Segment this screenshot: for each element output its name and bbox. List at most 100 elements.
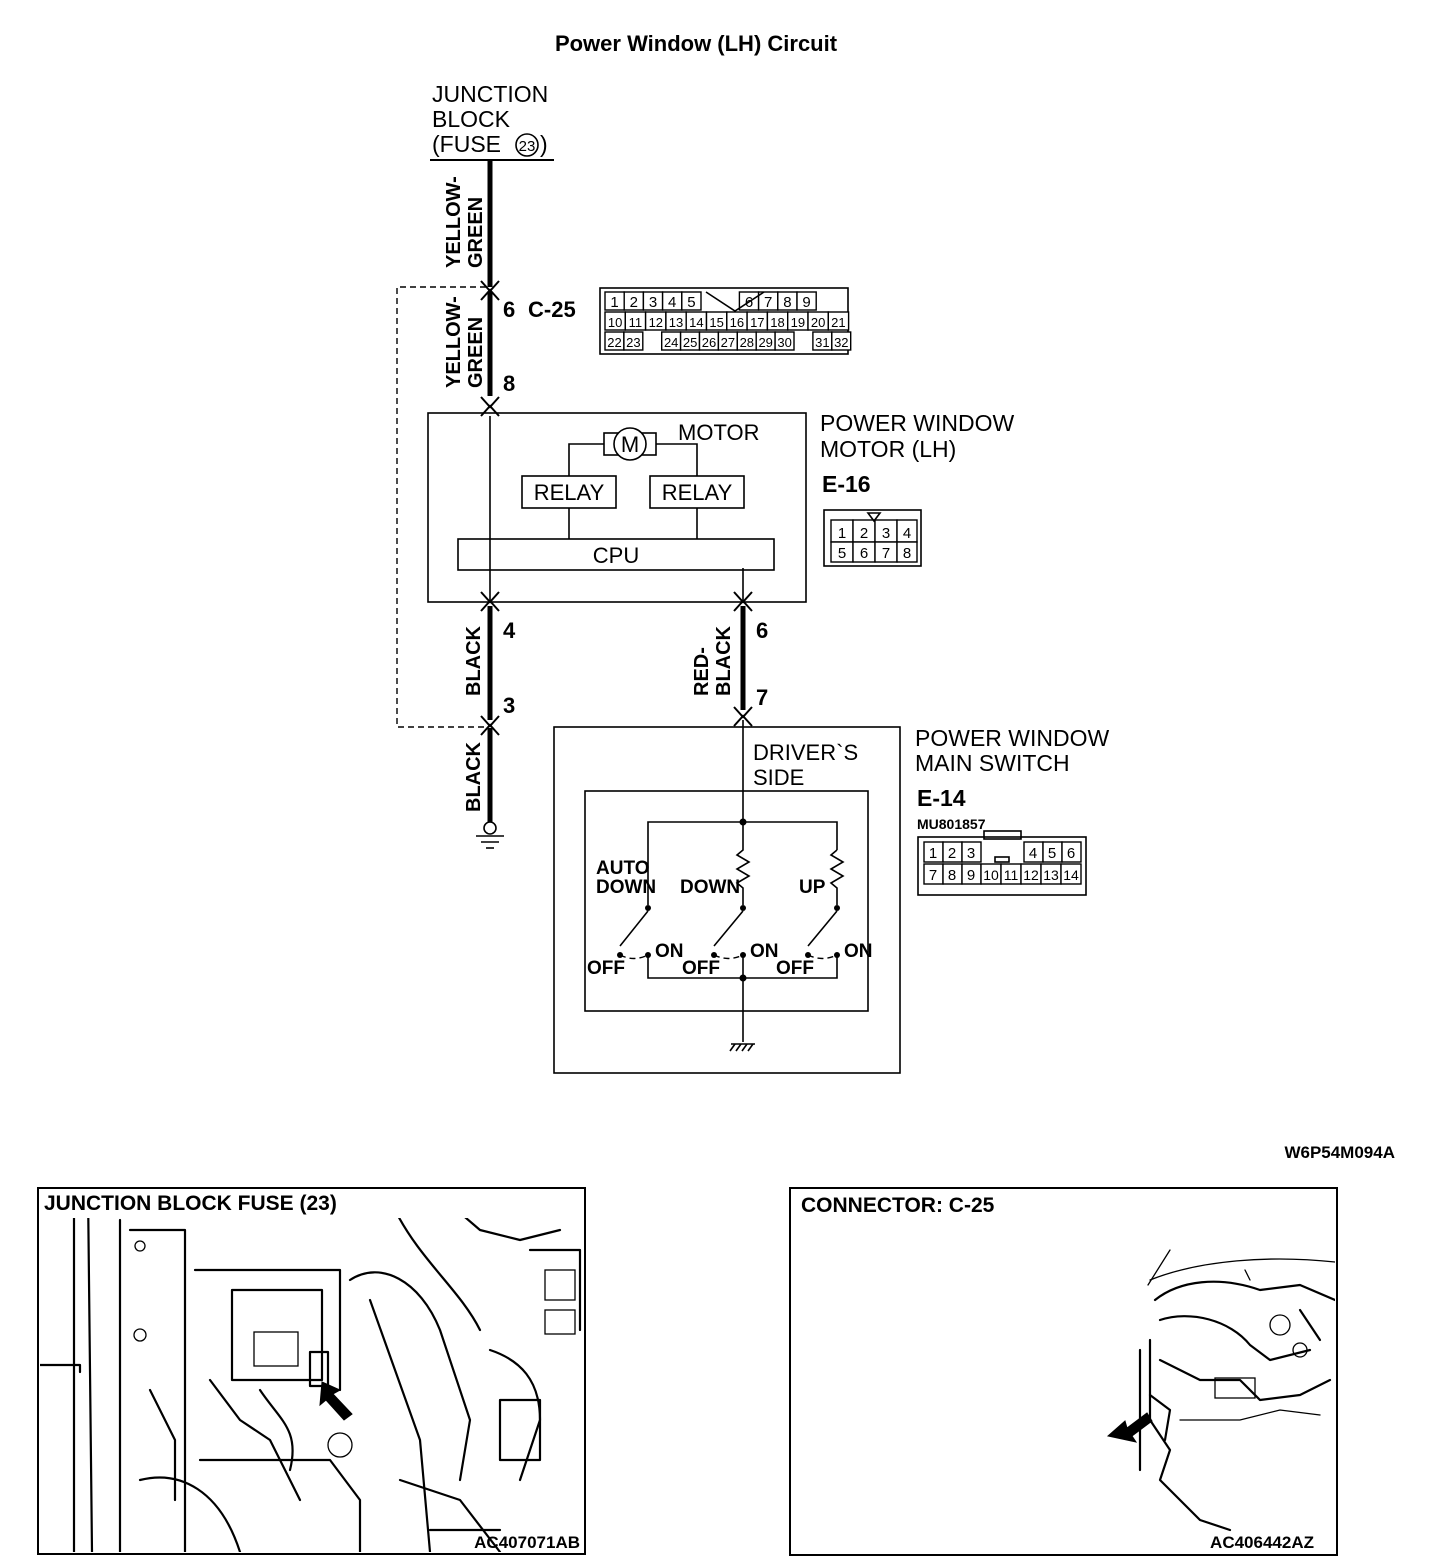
off-label-3: OFF — [776, 958, 814, 979]
auto-down-label-1: AUTO — [596, 858, 649, 879]
svg-text:8: 8 — [903, 545, 911, 562]
svg-text:2: 2 — [948, 845, 956, 862]
junction-block-label: JUNCTION BLOCK (FUSE 23 ) — [430, 81, 554, 161]
motor-icon: M — [603, 427, 657, 461]
connector-c25-pin: 16 — [730, 315, 744, 330]
ground-icon — [476, 821, 504, 849]
svg-text:1: 1 — [838, 525, 846, 542]
svg-text:6: 6 — [1067, 845, 1075, 862]
connector-c25-cell — [796, 291, 817, 311]
connector-c25-pin: 2 — [630, 294, 638, 311]
svg-text:9: 9 — [967, 867, 975, 884]
shield-dashed-line — [396, 286, 486, 728]
cpu-block — [457, 538, 775, 571]
relay-1-label: RELAY — [534, 480, 605, 505]
svg-text:7: 7 — [882, 545, 890, 562]
chassis-ground-icon — [729, 1043, 755, 1052]
pin-c25-3: 3 — [503, 693, 515, 718]
svg-text:10: 10 — [983, 867, 999, 883]
connector-c25-pin: 11 — [629, 315, 643, 330]
connector-c25-label: C-25 — [528, 297, 576, 322]
connector-c25-pin: 10 — [608, 315, 622, 330]
svg-text:(FUSE: (FUSE — [432, 131, 501, 157]
connector-c25-pin: 4 — [668, 294, 676, 311]
switch-part-number: MU801857 — [917, 816, 986, 832]
connector-c25-key — [705, 291, 765, 312]
connector-c25-pin: 7 — [764, 294, 772, 311]
connector-c25-pin: 28 — [740, 335, 754, 350]
connector-c25-pin: 17 — [750, 315, 764, 330]
svg-text:23: 23 — [519, 138, 536, 155]
driver-side-switch-panel — [584, 790, 869, 1012]
up-label: UP — [799, 877, 826, 898]
svg-text:M: M — [621, 432, 639, 457]
switch-icon — [711, 905, 746, 960]
connector-c25-pin: 12 — [649, 315, 663, 330]
connector-e14-label: E-14 — [917, 785, 966, 811]
arrow-icon — [1106, 1412, 1153, 1443]
pin-c25-8: 8 — [503, 371, 515, 396]
connector-c25-pin: 32 — [834, 335, 848, 350]
svg-text:3: 3 — [967, 845, 975, 862]
off-label-1: OFF — [587, 958, 625, 979]
svg-text:5: 5 — [1048, 845, 1056, 862]
connector-c25-pin: 26 — [702, 335, 716, 350]
connector-c25-pin: 8 — [783, 294, 791, 311]
svg-text:1: 1 — [929, 845, 937, 862]
drivers-side-label-1: DRIVER`S — [753, 740, 858, 765]
svg-text:4: 4 — [903, 525, 911, 542]
connector-e16-label: E-16 — [822, 471, 871, 497]
svg-text:13: 13 — [1043, 867, 1059, 883]
wire-label-black-2: BLACK — [463, 741, 485, 812]
connector-c25-cell — [827, 311, 850, 331]
svg-text:12: 12 — [1023, 867, 1039, 883]
switch-name-1: POWER WINDOW — [915, 725, 1109, 751]
connector-c25-pin: 31 — [815, 335, 829, 350]
on-label-2: ON — [750, 941, 779, 962]
diagram-code: W6P54M094A — [1284, 1143, 1395, 1162]
connector-c25-pin: 22 — [607, 335, 621, 350]
connector-e16-face: 1 2 3 4 5 6 7 8 — [823, 509, 922, 567]
junction-block-panel-code: AC407071AB — [474, 1533, 580, 1552]
connector-c25-pin: 30 — [777, 335, 791, 350]
svg-text:2: 2 — [860, 525, 868, 542]
connector-c25-pin: 5 — [687, 294, 695, 311]
on-label-1: ON — [655, 941, 684, 962]
switch-icon — [617, 905, 651, 960]
on-label-3: ON — [844, 941, 873, 962]
svg-text:8: 8 — [948, 867, 956, 884]
down-label: DOWN — [680, 877, 740, 898]
junction-block-fuse-panel: JUNCTION BLOCK FUSE (23) — [37, 1187, 586, 1555]
motor-name-1: POWER WINDOW — [820, 410, 1014, 436]
svg-text:BLOCK: BLOCK — [432, 106, 511, 132]
connector-panel-code: AC406442AZ — [1210, 1533, 1314, 1552]
resistor-icon — [735, 822, 751, 905]
svg-text:JUNCTION: JUNCTION — [432, 81, 548, 107]
connector-c25-pin: 27 — [721, 335, 735, 350]
connector-c25-cell — [774, 331, 795, 351]
junction-block-panel-title: JUNCTION BLOCK FUSE (23) — [44, 1192, 337, 1215]
connector-c25-pin: 29 — [758, 335, 772, 350]
connector-c25-cell — [681, 291, 702, 311]
motor-name-2: MOTOR (LH) — [820, 436, 956, 462]
connector-c25-pin: 25 — [683, 335, 697, 350]
connector-c25-cell — [831, 331, 852, 351]
switch-name-2: MAIN SWITCH — [915, 750, 1070, 776]
motor-label: MOTOR — [678, 420, 759, 445]
connector-c25-cell — [623, 331, 644, 351]
svg-text:11: 11 — [1004, 867, 1019, 883]
off-label-2: OFF — [682, 958, 720, 979]
connector-c25-pin: 19 — [791, 315, 805, 330]
connector-c25-pin: 3 — [649, 294, 657, 311]
pin-switch-7: 7 — [756, 685, 768, 710]
relay-2-label: RELAY — [662, 480, 733, 505]
connector-c25-pin: 23 — [626, 335, 640, 350]
diagram-title: Power Window (LH) Circuit — [555, 31, 838, 56]
resistor-icon — [829, 849, 845, 905]
svg-text:4: 4 — [1029, 845, 1037, 862]
wire-label-yellow-green-2: YELLOW-GREEN — [443, 296, 487, 388]
power-window-main-switch-box — [553, 726, 901, 1074]
cpu-label: CPU — [593, 543, 639, 568]
power-window-motor-box — [427, 412, 807, 603]
